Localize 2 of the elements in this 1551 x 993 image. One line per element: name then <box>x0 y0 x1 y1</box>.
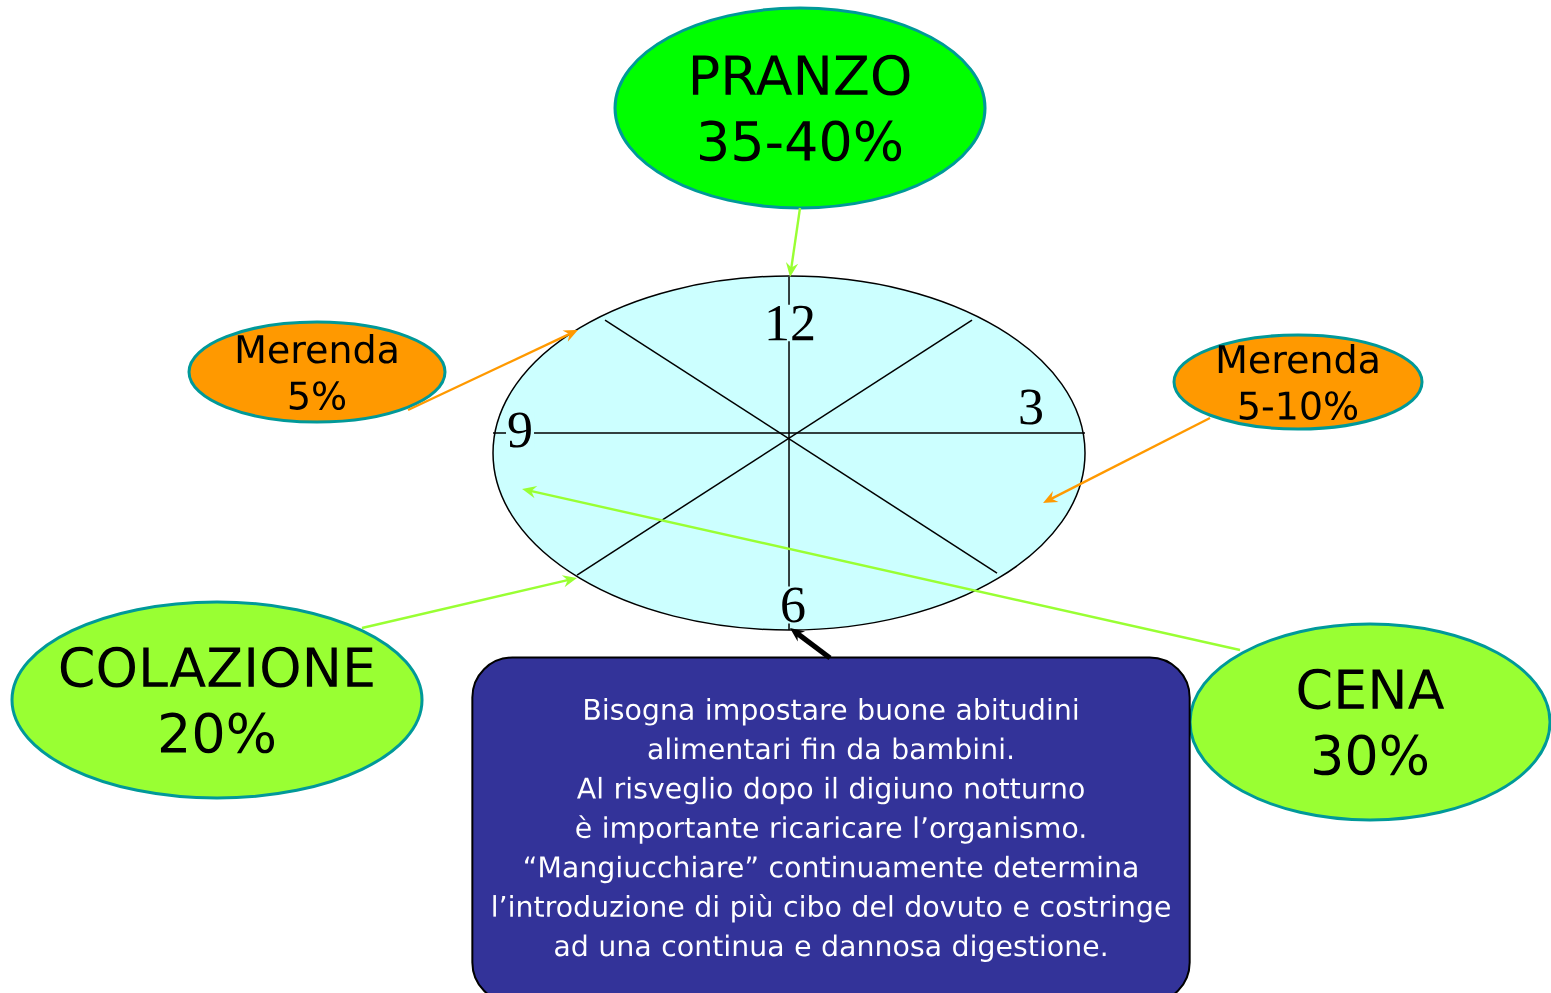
text-box: Bisogna impostare buone abitudini alimentari fin da bambini. Al risveglio dopo il digiuno notturno è importante ricaricare l’organismo. “Mangiucchiare” continuamente determina l’introduzione di più cibo del dovuto e costringe ad una continua e dannosa digestione. <box>471 656 1191 993</box>
clock-drawing: 12 3 6 9 <box>492 275 1086 631</box>
